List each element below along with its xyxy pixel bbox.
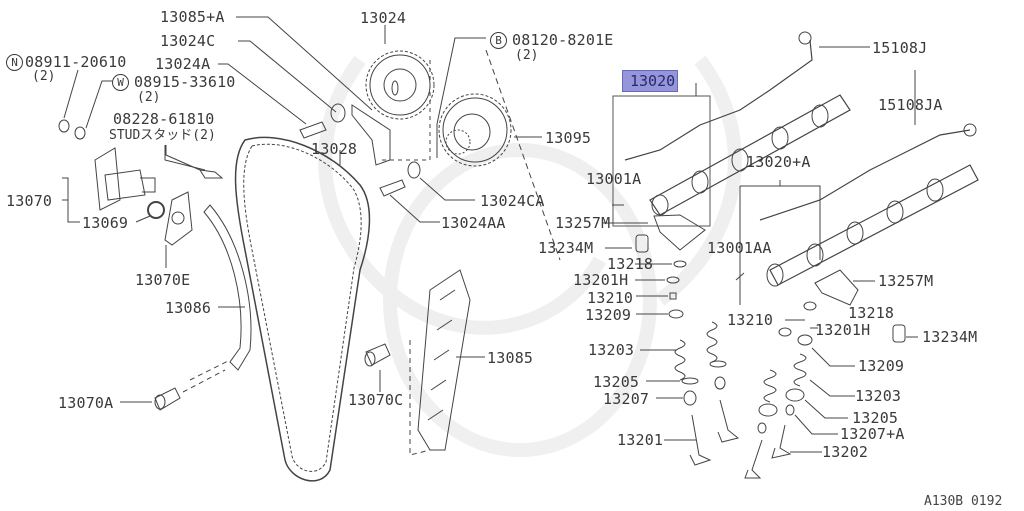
- part-label-13257m-left[interactable]: 13257M: [555, 214, 611, 232]
- part-label-13020[interactable]: 13020: [630, 72, 676, 90]
- part-label-13210-right[interactable]: 13210: [727, 311, 774, 329]
- part-label-13024aa[interactable]: 13024AA: [441, 214, 506, 232]
- part-label-15108ja[interactable]: 15108JA: [878, 96, 943, 114]
- part-label-13205-left[interactable]: 13205: [593, 373, 640, 391]
- chain-tensioner-13070: [94, 147, 156, 211]
- oil-pipe-15108JA: [759, 129, 971, 221]
- part-label-13024ca[interactable]: 13024CA: [480, 192, 545, 210]
- part-label-13207a[interactable]: 13207+A: [840, 425, 905, 443]
- part-label-13086[interactable]: 13086: [165, 299, 212, 317]
- part-label-13001a[interactable]: 13001A: [586, 170, 642, 188]
- part-label-13085[interactable]: 13085: [487, 349, 534, 367]
- part-label-08120-8201e[interactable]: 08120-8201E: [512, 31, 614, 49]
- tensioner-arm-13085: [417, 269, 471, 451]
- part-label-13085a[interactable]: 13085+A: [160, 8, 225, 26]
- part-label-13070[interactable]: 13070: [6, 192, 53, 210]
- qty-08911: (2): [32, 69, 56, 84]
- camshaft-13020: [649, 94, 851, 216]
- part-label-13203-right[interactable]: 13203: [855, 387, 902, 405]
- part-label-08911-20610[interactable]: 08911-20610: [25, 53, 127, 71]
- part-label-13201h-right[interactable]: 13201H: [815, 321, 871, 339]
- camshaft-13020-a: [769, 164, 979, 286]
- rocker-arm-right: [814, 269, 859, 306]
- part-label-13234m-left[interactable]: 13234M: [538, 239, 594, 257]
- part-label-13209-left[interactable]: 13209: [585, 306, 632, 324]
- part-label-13210-left[interactable]: 13210: [587, 289, 634, 307]
- timing-chain-13028: [234, 136, 371, 482]
- part-label-13095[interactable]: 13095: [545, 129, 592, 147]
- part-label-13020a[interactable]: 13020+A: [746, 153, 811, 171]
- part-label-13202[interactable]: 13202: [822, 443, 869, 461]
- part-label-08228-61810[interactable]: 08228-61810: [113, 110, 215, 128]
- part-label-13218-left[interactable]: 13218: [607, 255, 654, 273]
- part-label-13257m-right[interactable]: 13257M: [878, 272, 934, 290]
- part-label-13203-left[interactable]: 13203: [588, 341, 635, 359]
- cam-sprocket-13095: [438, 93, 512, 167]
- qty-08120: (2): [515, 48, 539, 63]
- part-label-13069[interactable]: 13069: [82, 214, 129, 232]
- part-label-13207[interactable]: 13207: [603, 390, 650, 408]
- valve-train-left: [635, 260, 740, 466]
- chain-guide-13086: [203, 204, 252, 371]
- part-label-13001aa[interactable]: 13001AA: [707, 239, 772, 257]
- part-label-13209-right[interactable]: 13209: [858, 357, 905, 375]
- w-callout-badge: W: [112, 74, 129, 91]
- n-callout-badge: N: [6, 54, 23, 71]
- b-callout-badge: B: [490, 32, 507, 49]
- watermark: [318, 55, 742, 457]
- part-label-13028[interactable]: 13028: [311, 140, 358, 158]
- valve-train-right: [735, 272, 855, 479]
- figure-code: A130B 0192: [924, 494, 1003, 509]
- part-label-13234m-right[interactable]: 13234M: [922, 328, 978, 346]
- part-label-13218-right[interactable]: 13218: [848, 304, 895, 322]
- highlighted-part-box[interactable]: [622, 70, 678, 92]
- part-label-13024a[interactable]: 13024A: [155, 55, 211, 73]
- rocker-arm-left: [653, 214, 706, 251]
- part-label-13070e[interactable]: 13070E: [135, 271, 191, 289]
- part-label-13024c[interactable]: 13024C: [160, 32, 216, 50]
- part-label-13024[interactable]: 13024: [360, 9, 407, 27]
- part-label-13070a[interactable]: 13070A: [58, 394, 114, 412]
- part-label-13201h-left[interactable]: 13201H: [573, 271, 629, 289]
- part-label-08915-33610[interactable]: 08915-33610: [134, 73, 236, 91]
- part-label-13201[interactable]: 13201: [617, 431, 664, 449]
- part-label-15108j[interactable]: 15108J: [872, 39, 928, 57]
- part-label-13205-right[interactable]: 13205: [852, 409, 899, 427]
- desc-08228-stud: STUDスタッド(2): [109, 128, 216, 143]
- part-label-13070c[interactable]: 13070C: [348, 391, 404, 409]
- cam-sprocket-13024: [365, 50, 435, 120]
- oil-pipe-15108J: [624, 39, 813, 161]
- qty-08915: (2): [137, 90, 161, 105]
